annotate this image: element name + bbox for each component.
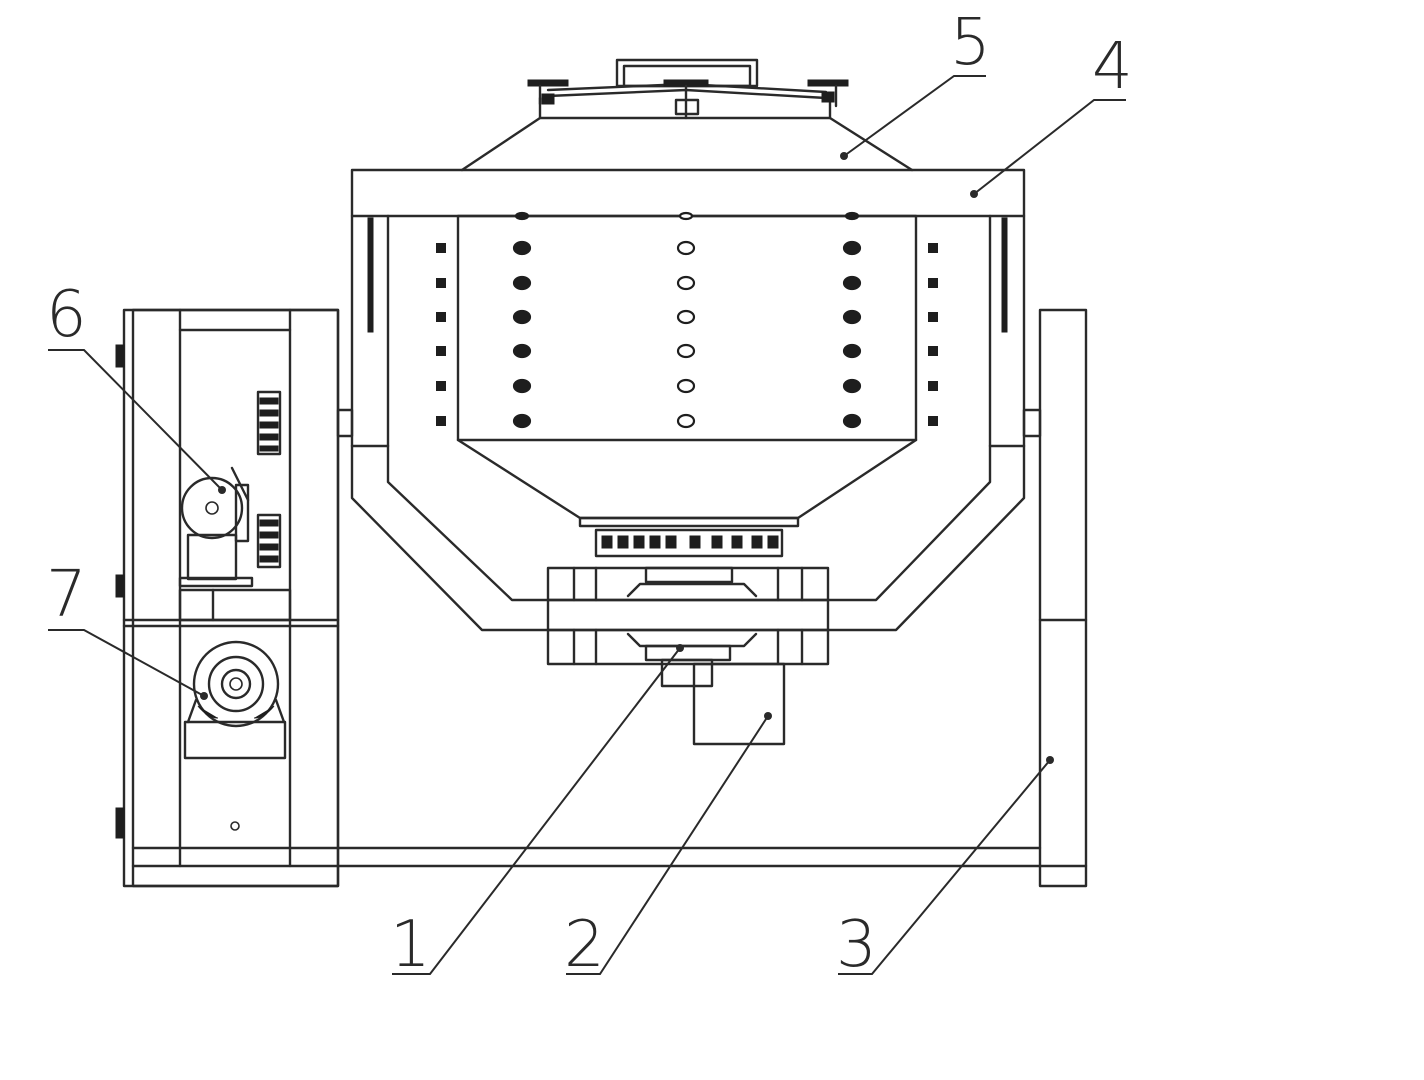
callout-2: 2	[564, 908, 605, 982]
callout-7: 7	[46, 558, 87, 632]
drum-fin	[928, 346, 938, 356]
drum-bolt	[676, 378, 696, 394]
callout-5: 5	[950, 6, 991, 80]
drum-fin	[928, 416, 938, 426]
lower-motor	[186, 640, 286, 728]
drum-bolt	[512, 275, 532, 291]
drum-fin	[436, 243, 446, 253]
drum-bolt	[678, 211, 694, 221]
drum-bolt	[512, 343, 532, 359]
drum-bolts	[512, 211, 862, 429]
sprocket-upper-icon	[256, 390, 282, 456]
mixing-drum	[350, 58, 1026, 528]
drum-fin	[928, 381, 938, 391]
drum-bolt	[842, 413, 862, 429]
leader-lines	[48, 75, 1126, 975]
drum-bolt	[676, 240, 696, 256]
sprocket-lower-icon	[256, 513, 282, 569]
drum-bolt	[676, 413, 696, 429]
drum-fin	[436, 346, 446, 356]
drum-bolt	[842, 378, 862, 394]
drum-bolt	[514, 211, 530, 221]
drum-side-fins	[436, 243, 938, 426]
drum-bolt	[842, 343, 862, 359]
drum-bolt	[844, 211, 860, 221]
drive-cabinet	[115, 308, 340, 888]
upper-reducer	[178, 390, 282, 588]
drum-bolt	[842, 240, 862, 256]
drum-bolt	[842, 275, 862, 291]
drum-bolt	[512, 378, 532, 394]
drum-fin	[928, 243, 938, 253]
callout-1: 1	[390, 908, 431, 982]
callout-4: 4	[1092, 30, 1133, 104]
drum-bolt	[842, 309, 862, 325]
callout-3: 3	[836, 908, 877, 982]
drum-fin	[436, 278, 446, 288]
base-frame	[336, 308, 1088, 888]
drum-fin	[928, 312, 938, 322]
drum-bolt	[676, 275, 696, 291]
drum-bolt	[512, 309, 532, 325]
callout-6: 6	[46, 278, 87, 352]
drum-bolt	[676, 309, 696, 325]
callout-labels: 1 2 3 4 5 6 7	[46, 6, 1133, 982]
drum-bolt	[676, 343, 696, 359]
drum-fin	[928, 278, 938, 288]
drum-bolt	[512, 413, 532, 429]
drum-fin	[436, 312, 446, 322]
drum-bolt	[512, 240, 532, 256]
drive-assembly	[546, 528, 830, 746]
drum-fin	[436, 416, 446, 426]
drum-fin	[436, 381, 446, 391]
